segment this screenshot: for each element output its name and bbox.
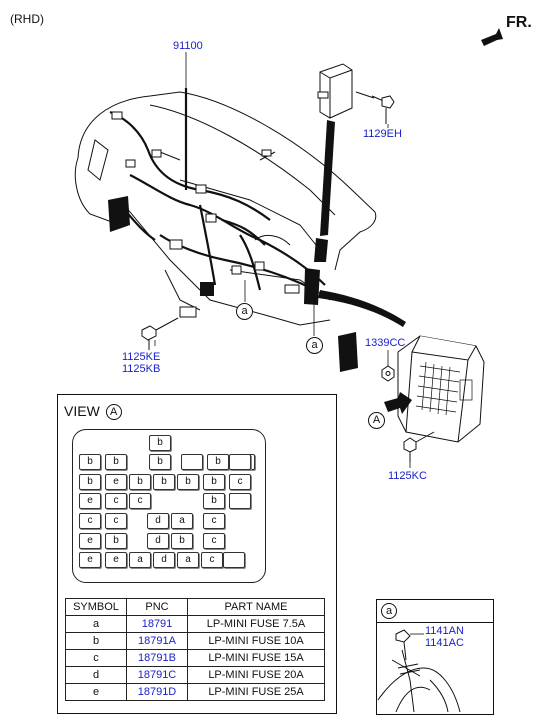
connectors (111, 111, 300, 318)
fuse-slot: c (203, 533, 225, 549)
fuse-panel: bbbbbbebbbbceccbcccdacebdbceeadacb (72, 429, 266, 583)
part-label-1141an: 1141AN (425, 625, 464, 637)
cell-symbol: e (65, 683, 127, 701)
fuse-slot: e (79, 533, 101, 549)
fuse-slot: d (147, 533, 169, 549)
fuse-slot: b (149, 435, 171, 451)
fuse-slot: c (105, 513, 127, 529)
fuse-slot: b (177, 474, 199, 490)
fuse-slot: b (105, 533, 127, 549)
ground-straps (108, 120, 406, 372)
view-title-text: VIEW (64, 403, 100, 419)
part-label-1339cc: 1339CC (365, 337, 406, 349)
fuse-slot-empty (229, 454, 251, 470)
cell-symbol: c (65, 649, 127, 667)
table-row: a 18791 LP-MINI FUSE 7.5A (65, 615, 325, 633)
fuse-slot: c (229, 474, 251, 490)
fuse-slot: b (79, 474, 101, 490)
fuse-slot: c (105, 493, 127, 509)
fuse-slot: b (129, 474, 151, 490)
fuse-slot (223, 552, 245, 568)
front-direction-label: FR. (506, 14, 532, 31)
cell-pnc: 18791A (126, 632, 188, 650)
control-module (317, 63, 375, 119)
fuse-slot: e (105, 552, 127, 568)
fuse-slot: c (203, 513, 225, 529)
callout-a-2: a (306, 337, 323, 354)
fuse-slot (181, 454, 203, 470)
fuse-slot: b (149, 454, 171, 470)
leader-lines (154, 52, 411, 468)
view-a-title: VIEW A (64, 403, 122, 421)
fuse-slot: a (129, 552, 151, 568)
junction-box-fuse-grid (415, 361, 473, 416)
cell-part-name: LP-MINI FUSE 25A (187, 683, 325, 701)
table-row: e 18791D LP-MINI FUSE 25A (65, 683, 325, 701)
fuse-slot: d (153, 552, 175, 568)
cell-pnc: 18791C (126, 666, 188, 684)
fuse-slot-empty (229, 493, 251, 509)
fuse-slot: c (129, 493, 151, 509)
junction-box (397, 335, 485, 443)
table-row: c 18791B LP-MINI FUSE 15A (65, 649, 325, 667)
cell-symbol: d (65, 666, 127, 684)
fuse-slot: a (171, 513, 193, 529)
fuse-slot: d (147, 513, 169, 529)
bolt-1129eh-icon (371, 95, 395, 124)
view-a-panel: VIEW A bbbbbbebbbbceccbcccdacebdbceeadac… (57, 394, 337, 714)
harness-wires (109, 88, 326, 291)
table-row: b 18791A LP-MINI FUSE 10A (65, 632, 325, 650)
bolt-1125ke-icon (141, 317, 179, 350)
cell-pnc: 18791B (126, 649, 188, 667)
fuse-slot: b (79, 454, 101, 470)
callout-a-1: a (236, 303, 253, 320)
front-direction-arrow (481, 28, 503, 46)
fuse-slot: c (79, 513, 101, 529)
part-label-1125kc: 1125KC (388, 470, 427, 482)
cell-pnc: 18791 (126, 615, 188, 633)
variant-label: (RHD) (10, 12, 44, 26)
fuse-slot: b (153, 474, 175, 490)
detail-a-inset: a (376, 599, 494, 715)
detail-a-letter: a (381, 603, 397, 619)
part-label-1125kb: 1125KB (122, 363, 161, 375)
fuse-slot: c (201, 552, 223, 568)
header-symbol: SYMBOL (65, 598, 127, 616)
cell-part-name: LP-MINI FUSE 15A (187, 649, 325, 667)
cell-part-name: LP-MINI FUSE 7.5A (187, 615, 325, 633)
cell-part-name: LP-MINI FUSE 10A (187, 632, 325, 650)
cell-symbol: b (65, 632, 127, 650)
fuse-slot: b (171, 533, 193, 549)
cell-symbol: a (65, 615, 127, 633)
fuse-slot: b (203, 493, 225, 509)
nut-1339cc-icon (381, 365, 395, 382)
cell-pnc: 18791D (126, 683, 188, 701)
bolt-1125kc-icon (403, 431, 435, 462)
cell-part-name: LP-MINI FUSE 20A (187, 666, 325, 684)
fuse-slot: b (207, 454, 229, 470)
header-part-name: PART NAME (187, 598, 325, 616)
fuse-table-header: SYMBOL PNC PART NAME (65, 598, 325, 616)
part-label-1125ke: 1125KE (122, 351, 161, 363)
fuse-slot: e (79, 493, 101, 509)
fuse-slot: e (105, 474, 127, 490)
fuse-slot: e (79, 552, 101, 568)
part-label-1129eh: 1129EH (363, 128, 402, 140)
callout-view-a: A (368, 412, 385, 429)
fuse-slot: b (105, 454, 127, 470)
part-label-1141ac: 1141AC (425, 637, 464, 649)
table-row: d 18791C LP-MINI FUSE 20A (65, 666, 325, 684)
view-title-letter: A (105, 404, 122, 420)
fuse-slot: b (203, 474, 225, 490)
part-label-91100: 91100 (173, 40, 203, 52)
fuse-slot: a (177, 552, 199, 568)
view-a-arrow (384, 392, 412, 414)
inset-a-drawing (377, 629, 461, 713)
fuse-table: SYMBOL PNC PART NAME a 18791 LP-MINI FUS… (65, 598, 325, 701)
detail-a-header: a (377, 600, 493, 623)
header-pnc: PNC (126, 598, 188, 616)
